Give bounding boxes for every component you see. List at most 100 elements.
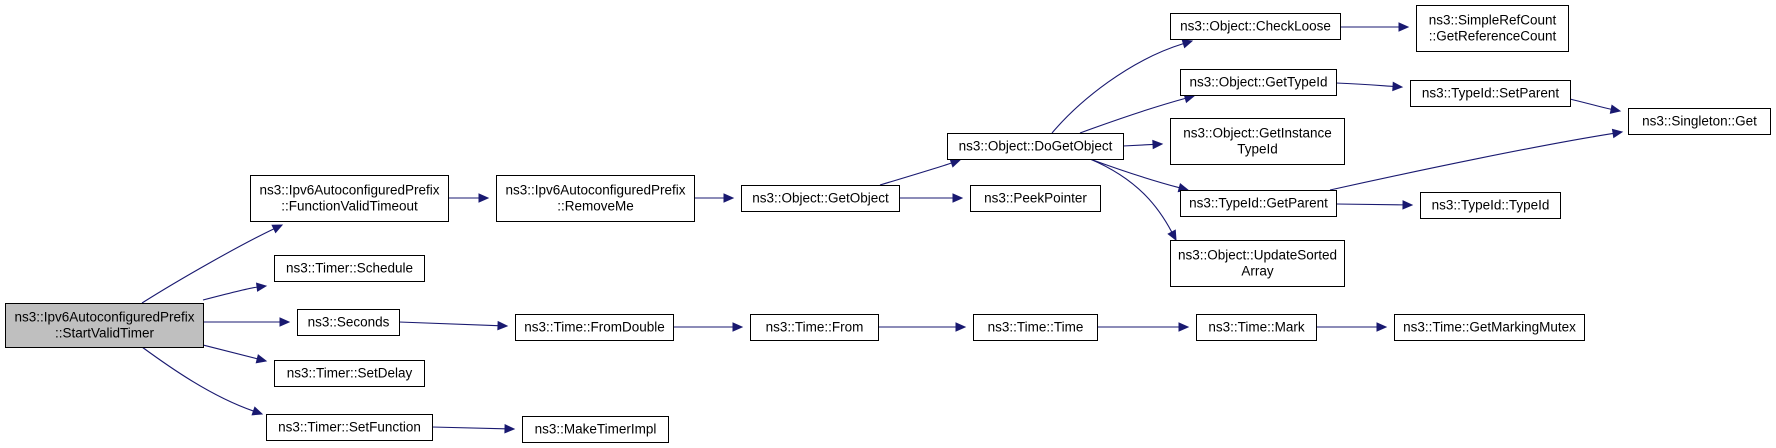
node-time-time[interactable]: ns3::Time::Time	[973, 314, 1098, 341]
edge-object-do-get-object-to-object-get-instance-type-id	[1122, 139, 1164, 150]
node-box[interactable]	[274, 360, 425, 387]
node-label: ns3::TypeId::SetParent	[1422, 85, 1560, 100]
edge-line	[1335, 82, 1394, 88]
node-box[interactable]	[496, 175, 695, 222]
node-label: ns3::Timer::SetFunction	[278, 419, 421, 434]
edge-arrowhead	[497, 320, 509, 331]
node-box[interactable]	[1394, 314, 1585, 341]
node-object-get-object[interactable]: ns3::Object::GetObject	[741, 185, 900, 212]
node-label: ns3::Object::UpdateSorted	[1178, 247, 1337, 262]
node-label: ns3::Time::FromDouble	[524, 319, 665, 334]
node-box[interactable]	[1628, 108, 1771, 135]
edge-time-from-to-time-time	[878, 322, 967, 332]
node-timer-schedule[interactable]: ns3::Timer::Schedule	[274, 255, 425, 282]
node-timer-set-delay[interactable]: ns3::Timer::SetDelay	[274, 360, 425, 387]
node-label: ::StartValidTimer	[55, 325, 155, 340]
node-label: ns3::SimpleRefCount	[1429, 12, 1557, 27]
node-box[interactable]	[274, 255, 425, 282]
node-box[interactable]	[250, 175, 449, 222]
node-label: ns3::Object::CheckLoose	[1180, 18, 1331, 33]
edge-type-id-get-parent-to-type-id-type-id	[1335, 200, 1414, 210]
edge-timer-set-function-to-make-timer-impl	[431, 424, 516, 434]
edge-line	[431, 426, 506, 430]
edge-line	[1079, 97, 1186, 134]
node-box[interactable]	[1196, 314, 1317, 341]
edge-arrowhead	[1392, 81, 1404, 92]
edge-start-valid-timer-to-timer-set-delay	[202, 344, 268, 364]
call-graph-edges	[141, 22, 1624, 434]
node-label: ns3::Time::From	[766, 319, 864, 334]
node-box[interactable]	[970, 185, 1101, 212]
node-object-get-type-id[interactable]: ns3::Object::GetTypeId	[1180, 69, 1337, 96]
edge-arrowhead	[952, 193, 964, 203]
edge-arrowhead	[1376, 322, 1388, 332]
node-label: ::GetReferenceCount	[1429, 28, 1557, 43]
node-box[interactable]	[973, 314, 1098, 341]
node-box[interactable]	[741, 185, 900, 212]
node-box[interactable]	[1180, 190, 1337, 217]
edge-arrowhead	[255, 282, 268, 292]
node-time-from-double[interactable]: ns3::Time::FromDouble	[515, 314, 674, 341]
edge-line	[202, 286, 258, 301]
node-label: ::FunctionValidTimeout	[281, 198, 418, 213]
node-box[interactable]	[1180, 69, 1337, 96]
node-box[interactable]	[1170, 13, 1341, 40]
node-box[interactable]	[1420, 192, 1561, 219]
node-start-valid-timer[interactable]: ns3::Ipv6AutoconfiguredPrefix::StartVali…	[5, 303, 204, 348]
node-type-id-set-parent[interactable]: ns3::TypeId::SetParent	[1410, 80, 1571, 107]
node-box[interactable]	[297, 309, 400, 336]
node-label: ns3::Object::DoGetObject	[959, 138, 1113, 153]
node-label: ns3::Object::GetTypeId	[1189, 74, 1327, 89]
node-object-do-get-object[interactable]: ns3::Object::DoGetObject	[947, 133, 1124, 160]
node-box[interactable]	[266, 414, 433, 441]
node-box[interactable]	[1416, 5, 1569, 52]
node-box[interactable]	[5, 303, 204, 348]
node-box[interactable]	[515, 314, 674, 341]
edge-object-do-get-object-to-object-check-loose	[1051, 39, 1194, 134]
node-label: ns3::Time::Mark	[1208, 319, 1305, 334]
edge-line	[1051, 43, 1184, 134]
node-label: ns3::Singleton::Get	[1642, 113, 1757, 128]
edge-arrowhead	[255, 354, 268, 364]
node-make-timer-impl[interactable]: ns3::MakeTimerImpl	[522, 416, 669, 443]
node-box[interactable]	[750, 314, 879, 341]
edge-line	[879, 162, 952, 186]
edge-line	[1122, 143, 1154, 147]
edge-line	[1089, 158, 1180, 189]
node-box[interactable]	[947, 133, 1124, 160]
node-time-mark[interactable]: ns3::Time::Mark	[1196, 314, 1317, 341]
node-time-from[interactable]: ns3::Time::From	[750, 314, 879, 341]
node-singleton-get[interactable]: ns3::Singleton::Get	[1628, 108, 1771, 135]
edge-arrowhead	[1178, 322, 1190, 332]
node-box[interactable]	[1410, 80, 1571, 107]
node-time-get-marking-mutex[interactable]: ns3::Time::GetMarkingMutex	[1394, 314, 1585, 341]
edge-arrowhead	[1181, 39, 1194, 49]
edge-start-valid-timer-to-timer-set-function	[141, 346, 264, 416]
node-seconds[interactable]: ns3::Seconds	[297, 309, 400, 336]
node-function-valid-timeout[interactable]: ns3::Ipv6AutoconfiguredPrefix::FunctionV…	[250, 175, 449, 222]
node-box[interactable]	[1170, 118, 1345, 165]
node-box[interactable]	[522, 416, 669, 443]
edge-arrowhead	[1611, 128, 1624, 139]
node-type-id-get-parent[interactable]: ns3::TypeId::GetParent	[1180, 190, 1337, 217]
node-label: ns3::Object::GetInstance	[1183, 125, 1332, 140]
node-type-id-type-id[interactable]: ns3::TypeId::TypeId	[1420, 192, 1561, 219]
edge-seconds-to-time-from-double	[398, 320, 509, 331]
node-label: ns3::TypeId::GetParent	[1189, 195, 1328, 210]
edge-arrowhead	[251, 406, 264, 416]
node-remove-me[interactable]: ns3::Ipv6AutoconfiguredPrefix::RemoveMe	[496, 175, 695, 222]
node-box[interactable]	[1170, 240, 1345, 287]
node-peek-pointer[interactable]: ns3::PeekPointer	[970, 185, 1101, 212]
node-label: Array	[1241, 263, 1274, 278]
edge-arrowhead	[478, 193, 490, 203]
node-label: ns3::Time::GetMarkingMutex	[1403, 319, 1576, 334]
node-label: ns3::MakeTimerImpl	[535, 421, 657, 436]
node-simple-ref-count-get-reference-count[interactable]: ns3::SimpleRefCount::GetReferenceCount	[1416, 5, 1569, 52]
edge-start-valid-timer-to-seconds	[203, 317, 291, 327]
node-timer-set-function[interactable]: ns3::Timer::SetFunction	[266, 414, 433, 441]
node-object-check-loose[interactable]: ns3::Object::CheckLoose	[1170, 13, 1341, 40]
edge-remove-me-to-object-get-object	[694, 193, 735, 203]
edge-arrowhead	[949, 158, 962, 168]
